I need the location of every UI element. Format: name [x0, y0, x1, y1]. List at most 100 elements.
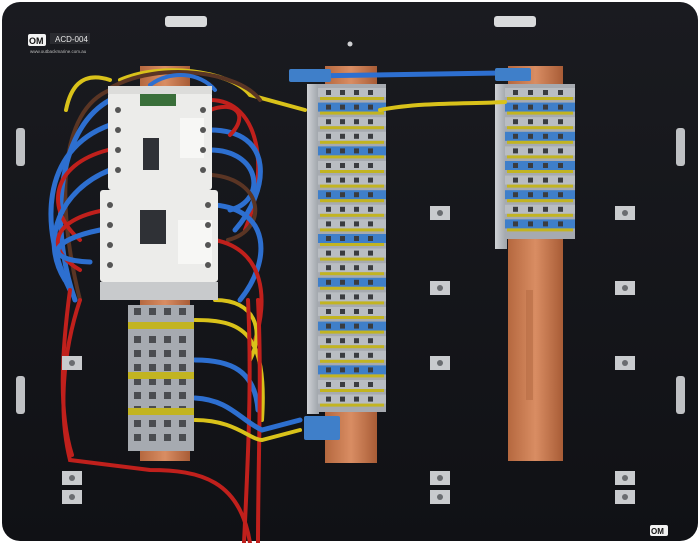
terminal-row: [318, 277, 386, 287]
terminal-row: [505, 204, 575, 214]
fixing-clip-screw: [622, 210, 628, 216]
wire-bundle-left: [48, 68, 307, 543]
terminal-screw: [179, 308, 186, 315]
jumper-bar-top-middle: [289, 69, 331, 82]
terminal-screw: [368, 104, 373, 110]
terminal-screw: [340, 133, 345, 139]
terminal-screw: [134, 364, 141, 371]
terminal-screw: [558, 148, 563, 154]
terminal-screw: [134, 308, 141, 315]
terminal-stripe: [320, 286, 384, 290]
terminal-screw: [340, 177, 345, 183]
fixing-clip-screw: [69, 475, 75, 481]
terminal-screw: [513, 104, 518, 110]
terminal-screw: [368, 119, 373, 125]
terminal-screw: [326, 90, 331, 95]
terminal-screw: [513, 163, 518, 168]
terminal-screw: [149, 378, 156, 385]
terminal-screw: [134, 350, 141, 357]
terminal-screw: [340, 352, 345, 358]
terminal-screw: [164, 392, 171, 399]
terminal-screw: [179, 392, 186, 399]
terminal-screw: [354, 206, 359, 212]
terminal-row: [318, 336, 386, 346]
bridge-wires: [302, 70, 507, 112]
terminal-screw: [368, 177, 373, 183]
terminal-screw: [558, 119, 563, 125]
terminal-stripe: [507, 199, 573, 203]
terminal-stripe: [320, 97, 384, 100]
terminal-screw: [326, 250, 331, 256]
terminal-screw: [326, 338, 331, 344]
terminal-row: [505, 175, 575, 185]
terminal-row: [318, 117, 386, 127]
fixing-clip-screw: [622, 285, 628, 291]
mounting-slot-icon: [676, 376, 685, 414]
terminal-screw: [354, 148, 359, 154]
terminal-screw: [513, 221, 518, 227]
terminal-row: [318, 307, 386, 316]
terminal-screw: [558, 221, 563, 227]
terminal-screw: [179, 434, 186, 441]
terminal-screw: [354, 396, 359, 402]
terminal-screw: [368, 133, 373, 139]
terminal-screw: [164, 420, 171, 427]
terminal-screw: [326, 236, 331, 241]
terminal-row: [505, 102, 575, 112]
terminal-screw: [326, 265, 331, 271]
terminal-screw: [340, 382, 345, 387]
terminal-row: [318, 88, 386, 97]
terminal-screw: [134, 420, 141, 427]
terminal-screw: [354, 367, 359, 373]
terminal-screw: [340, 265, 345, 271]
terminal-row: [318, 292, 386, 302]
terminal-screw: [164, 434, 171, 441]
terminal-row: [318, 204, 386, 214]
fixing-clip-screw: [437, 285, 443, 291]
terminal-screw: [528, 192, 533, 198]
fixing-clip-screw: [622, 360, 628, 366]
terminal-screw: [164, 336, 171, 343]
terminal-screw: [368, 192, 373, 198]
terminal-screw: [340, 294, 345, 300]
fixing-clip-screw: [437, 494, 443, 500]
terminal-row: [318, 263, 386, 273]
terminal-screw: [354, 133, 359, 139]
terminal-screw: [179, 420, 186, 427]
terminal-stripe: [320, 257, 384, 261]
contactor-top: [108, 86, 212, 190]
terminal-stripe: [320, 301, 384, 305]
terminal-screw: [354, 177, 359, 183]
terminal-screw: [368, 338, 373, 344]
terminal-screw: [354, 104, 359, 110]
terminal-stripe: [507, 184, 573, 188]
terminal-row: [318, 321, 386, 331]
terminal-row: [318, 248, 386, 258]
terminal-screw: [354, 323, 359, 329]
terminal-screw: [368, 352, 373, 358]
terminal-screw: [558, 133, 563, 139]
terminal-screw: [368, 236, 373, 241]
jumper-bar-bottom-middle: [304, 416, 340, 440]
fixing-clip-screw: [622, 494, 628, 500]
terminal-screw: [543, 133, 548, 139]
terminal-screw: [340, 236, 345, 241]
terminal-screw: [326, 279, 331, 285]
terminal-screw: [340, 104, 345, 110]
terminal-row: [505, 117, 575, 127]
terminal-screw: [543, 90, 548, 95]
terminal-stripe: [507, 213, 573, 217]
terminal-screw: [368, 382, 373, 387]
terminal-screw: [149, 350, 156, 357]
fixing-clip-screw: [437, 360, 443, 366]
terminal-row: [505, 131, 575, 141]
terminal-screw: [354, 250, 359, 256]
mounting-slot-icon: [165, 16, 207, 27]
terminal-screw: [326, 148, 331, 154]
terminal-block-middle: [318, 84, 386, 412]
terminal-screw: [543, 221, 548, 227]
terminal-screw: [340, 163, 345, 168]
terminal-row: [318, 219, 386, 229]
terminal-screw: [149, 434, 156, 441]
